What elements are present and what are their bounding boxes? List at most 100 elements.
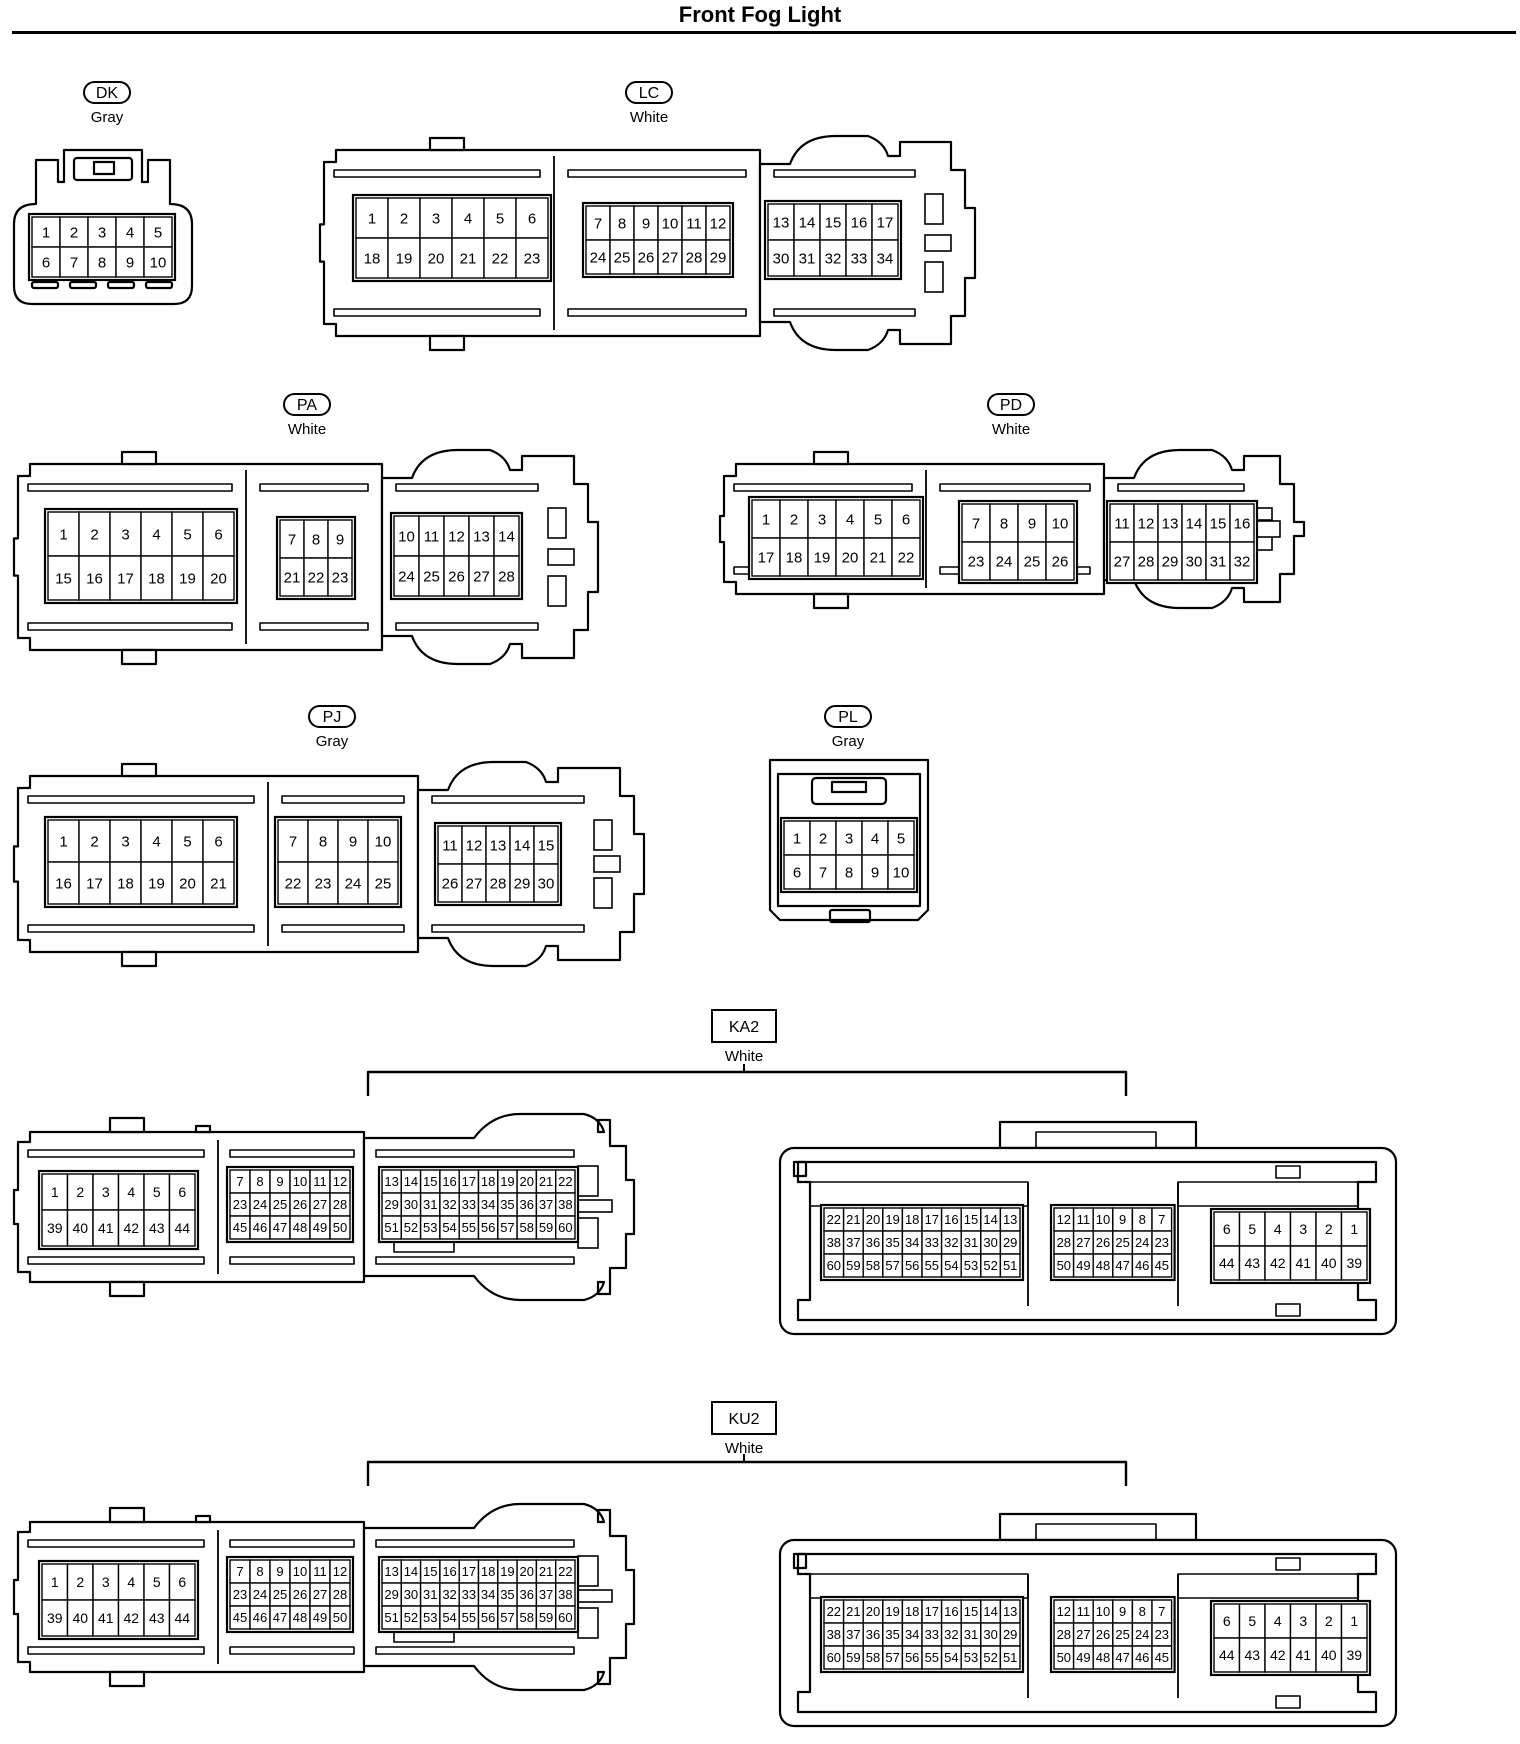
pin-number: 20 [210,570,227,587]
latch-slot [577,1589,613,1603]
pin-cell [367,861,399,905]
pin-number: 27 [1076,1235,1090,1250]
pin-number: 4 [464,210,472,227]
pin-number: 28 [686,249,703,266]
pin-number: 39 [1346,1255,1362,1271]
pin-cell [891,537,921,577]
connector-color: White [725,1440,763,1457]
pin-number: 53 [964,1650,978,1665]
pin-cell [168,1563,196,1601]
pin-number: 38 [827,1235,841,1250]
pin-number: 1 [762,511,770,528]
pin-number: 3 [1299,1613,1307,1629]
pin-number: 47 [1115,1258,1129,1273]
pin-number: 18 [481,1564,495,1579]
pin-number: 5 [496,210,504,227]
latch-slot [593,819,613,851]
pin-number: 28 [1057,1235,1071,1250]
pin-number: 8 [312,531,320,548]
connector-code: KA2 [729,1019,759,1036]
pin-number: 16 [944,1212,958,1227]
pin-number: 55 [462,1220,476,1235]
pin-number: 28 [498,568,515,585]
pin-number: 58 [520,1610,534,1625]
pin-cell [468,515,495,557]
pin-number: 26 [638,249,655,266]
pin-number: 12 [710,215,727,232]
pin-number: 11 [313,1174,327,1189]
pin-number: 6 [178,1184,186,1200]
pin-number: 48 [1096,1650,1110,1665]
pin-number: 20 [428,250,445,267]
pin-number: 5 [153,1184,161,1200]
pin-number: 56 [905,1650,919,1665]
pin-number: 31 [423,1587,437,1602]
pin-number: 3 [818,511,826,528]
pin-cell [533,863,559,903]
pin-number: 4 [127,1184,135,1200]
pin-number: 56 [905,1258,919,1273]
pin-number: 22 [308,569,325,586]
pin-number: 40 [72,1220,88,1236]
pin-number: 24 [253,1197,267,1212]
pin-number: 20 [866,1604,880,1619]
pin-cell [437,863,463,903]
pin-number: 43 [149,1220,165,1236]
pin-cell [961,541,991,581]
pin-number: 9 [349,833,357,850]
pin-number: 1 [42,224,50,241]
pin-number: 44 [1219,1647,1235,1663]
pin-number: 7 [289,833,297,850]
pin-number: 17 [117,570,134,587]
pin-cell [1238,1245,1266,1281]
connector-code: DK [96,85,119,102]
pin-number: 11 [442,837,458,854]
pin-number: 9 [126,254,134,271]
pin-cell [307,861,339,905]
pin-number: 33 [925,1627,939,1642]
pin-number: 1 [59,833,67,850]
pin-number: 46 [1135,1258,1149,1273]
pin-cell [78,819,111,863]
pin-cell [418,555,445,597]
pin-number: 35 [500,1197,514,1212]
pin-number: 12 [1057,1212,1071,1227]
pin-number: 3 [102,1574,110,1590]
pin-number: 49 [1076,1650,1090,1665]
pin-number: 34 [905,1627,919,1642]
pin-cell [657,239,683,275]
pin-number: 44 [174,1220,190,1236]
pin-number: 19 [179,570,196,587]
pin-number: 41 [1295,1647,1311,1663]
pin-number: 26 [1052,553,1069,570]
pin-number: 15 [964,1212,978,1227]
pin-number: 53 [423,1610,437,1625]
pin-number: 15 [55,570,72,587]
pin-number: 15 [825,214,842,231]
pin-number: 20 [520,1174,534,1189]
pin-number: 43 [1244,1647,1260,1663]
pin-number: 6 [178,1574,186,1590]
pin-cell [999,1253,1021,1278]
connector-tag [987,393,1035,416]
title-underline [12,31,1516,34]
pin-number: 5 [897,830,905,847]
pin-number: 26 [293,1587,307,1602]
pin-cell [1157,503,1183,543]
pin-number: 23 [315,875,332,892]
pin-cell [168,1173,196,1211]
pin-number: 22 [285,875,302,892]
pin-number: 49 [1076,1258,1090,1273]
